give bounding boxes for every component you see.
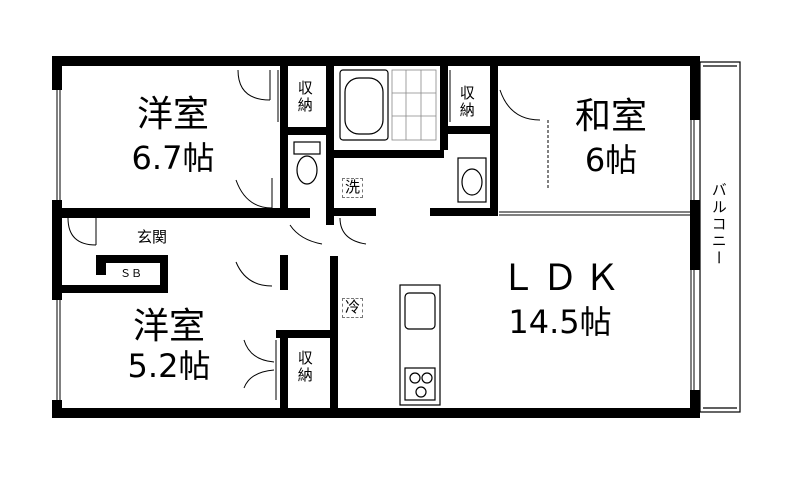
shower-area [391, 69, 437, 141]
ldk-size: 14.5帖 [508, 303, 612, 341]
toilet [293, 141, 321, 185]
storage-label-3: 収納 [295, 350, 314, 384]
closet-doors [275, 70, 451, 400]
bathtub [339, 69, 389, 141]
washroom-label: 洗 [342, 178, 364, 198]
kitchen-counter [399, 284, 441, 406]
windows [56, 90, 695, 400]
door-swings [67, 69, 541, 389]
balcony-label: バルコニー [709, 182, 728, 267]
walls [52, 56, 700, 418]
fridge-label: 冷 [342, 298, 364, 318]
western-room-1-size: 6.7帖 [131, 139, 215, 177]
japanese-room-size: 6帖 [584, 141, 638, 179]
storage-label-2: 収納 [457, 85, 476, 119]
western-room-2-name: 洋室 [132, 306, 205, 347]
western-room-1-name: 洋室 [136, 94, 209, 135]
shoe-box-label: ＳＢ [120, 267, 142, 280]
storage-label-1: 収納 [295, 80, 314, 114]
ldk-name: ＬＤＫ [499, 258, 626, 299]
entrance-label: 玄関 [137, 228, 168, 246]
western-room-2-size: 5.2帖 [127, 347, 211, 385]
japanese-room-name: 和室 [574, 96, 647, 137]
wash-basin [457, 157, 487, 203]
